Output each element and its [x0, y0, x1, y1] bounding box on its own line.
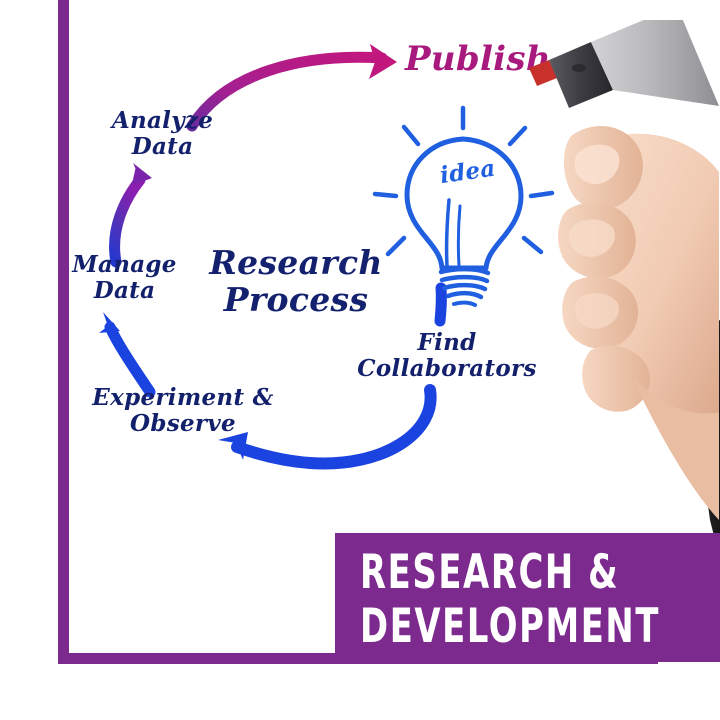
center-title-line2: Process [223, 279, 369, 319]
banner-line1: RESEARCH & [360, 545, 620, 600]
step-label-experiment-observe: Experiment & Observe [88, 385, 278, 437]
arrow-analyze-to-publish [186, 44, 397, 132]
arrow-manage-to-analyze [109, 163, 152, 268]
lightbulb-icon [372, 105, 555, 307]
step-label-manage-line1: Manage [72, 251, 177, 278]
research-and-development-banner: RESEARCH & DEVELOPMENT [335, 533, 720, 662]
pinky-finger [582, 345, 651, 412]
step-label-experiment-line1: Experiment & [92, 384, 274, 411]
wrist [629, 372, 719, 520]
step-label-find-line1: Find [417, 329, 477, 356]
diagram-center-title: Research Process [196, 243, 396, 319]
arrow-experiment-to-manage [99, 312, 156, 398]
center-title-line1: Research [209, 243, 383, 282]
step-label-find-line2: Collaborators [357, 354, 537, 382]
index-fingernail [574, 144, 620, 185]
step-label-manage-line2: Data [93, 276, 156, 304]
banner-line2: DEVELOPMENT [360, 599, 661, 654]
step-label-manage-data: Manage Data [62, 252, 187, 304]
marker-pen [529, 20, 719, 108]
step-label-experiment-line2: Observe [130, 409, 236, 437]
middle-fingernail [569, 219, 616, 257]
step-label-analyze-data: Analyze Data [95, 108, 230, 160]
step-label-analyze-line2: Data [131, 132, 194, 160]
arrow-collab-to-experiment [218, 384, 437, 470]
ring-fingernail [575, 293, 620, 329]
frame-left-border [58, 0, 69, 664]
hand-with-marker-photo [529, 20, 720, 560]
arrow-bulb-to-collaborators [434, 282, 447, 327]
step-label-analyze-line1: Analyze [111, 107, 214, 134]
step-label-find-collaborators: Find Collaborators [352, 330, 542, 382]
step-label-publish: Publish [405, 39, 551, 79]
